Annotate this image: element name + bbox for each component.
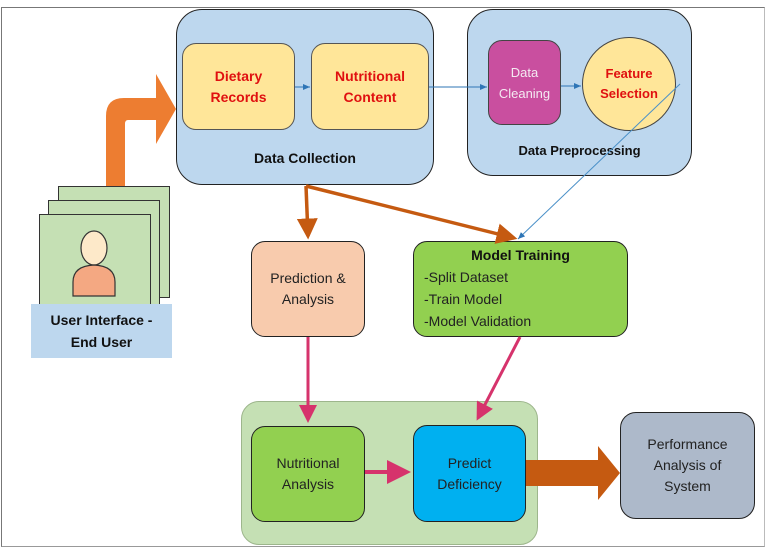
model-training-title: Model Training	[471, 247, 570, 263]
model-training-box[interactable]: Model Training -Split Dataset -Train Mod…	[413, 241, 628, 337]
nutritional-content-line1: Nutritional	[335, 67, 405, 84]
performance-analysis-line3: System	[664, 478, 711, 494]
user-interface-line2: End User	[70, 334, 133, 350]
prediction-analysis-box[interactable]: Prediction & Analysis	[251, 241, 365, 337]
nutritional-content-line2: Content	[343, 88, 397, 105]
user-interface-line1: User Interface -	[50, 312, 153, 328]
data-preprocessing-title: Data Preprocessing	[518, 143, 641, 158]
performance-analysis-box[interactable]: Performance Analysis of System	[620, 412, 755, 519]
nutritional-analysis-line2: Analysis	[281, 476, 335, 492]
prediction-analysis-line2: Analysis	[281, 291, 335, 307]
data-cleaning-box[interactable]: Data Cleaning	[488, 40, 561, 125]
predict-deficiency-line1: Predict	[447, 454, 492, 471]
performance-analysis-line2: Analysis of	[653, 457, 722, 473]
performance-analysis-line1: Performance	[647, 436, 728, 452]
data-cleaning-line1: Data	[510, 64, 539, 80]
prediction-analysis-line1: Prediction &	[270, 270, 346, 286]
dietary-records-line1: Dietary	[214, 67, 263, 84]
diagram-frame	[1, 7, 765, 547]
dietary-records-line2: Records	[210, 88, 267, 105]
feature-selection-circle[interactable]: Feature Selection	[582, 37, 676, 131]
nutritional-analysis-line1: Nutritional	[276, 455, 340, 471]
model-training-step: -Split Dataset	[424, 269, 509, 285]
predict-deficiency-line2: Deficiency	[437, 475, 502, 492]
feature-selection-line1: Feature	[605, 66, 653, 81]
user-interface-label[interactable]: User Interface - End User	[31, 304, 172, 358]
model-training-step: -Model Validation	[424, 313, 532, 329]
feature-selection-line2: Selection	[600, 86, 658, 101]
model-training-step: -Train Model	[424, 291, 503, 307]
nutritional-analysis-box[interactable]: Nutritional Analysis	[251, 426, 365, 522]
data-cleaning-line2: Cleaning	[498, 85, 551, 101]
predict-deficiency-box[interactable]: Predict Deficiency	[413, 425, 526, 522]
dietary-records-box[interactable]: Dietary Records	[182, 43, 295, 130]
data-collection-title: Data Collection	[254, 150, 356, 166]
nutritional-content-box[interactable]: Nutritional Content	[311, 43, 429, 130]
